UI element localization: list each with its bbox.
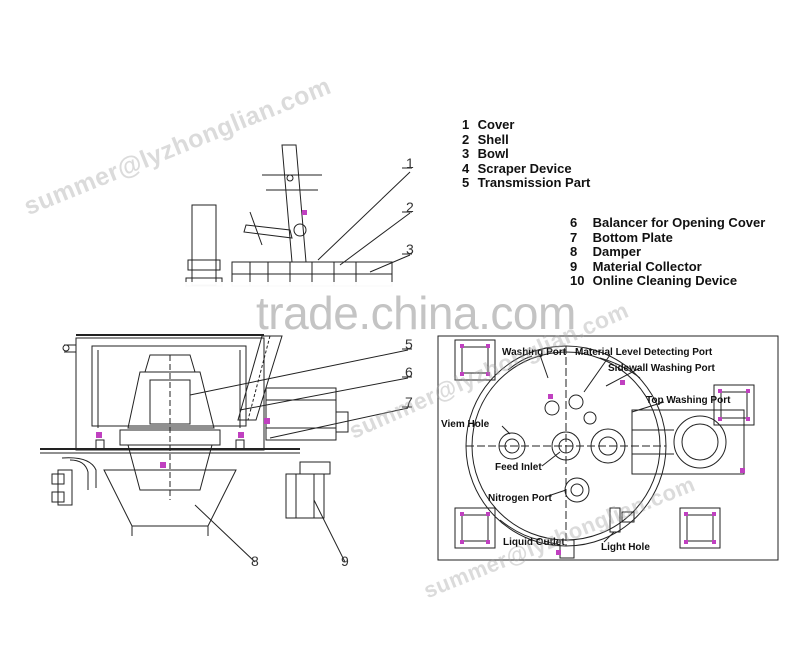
label-washing-port: Washing Port xyxy=(502,347,567,358)
legend-item: 9 Material Collector xyxy=(570,258,702,274)
legend-bottom: 6 Balancer for Opening Cover 7 Bottom Pl… xyxy=(570,215,766,289)
callout-8: 9 xyxy=(341,553,349,569)
legend-item: 10 Online Cleaning Device xyxy=(570,273,738,288)
side-accents xyxy=(96,210,307,468)
legend-item: 4 Scraper Device xyxy=(462,160,572,176)
callout-2: 2 xyxy=(406,199,414,215)
legend-item: 3 Bowl xyxy=(462,146,509,161)
callout-7: 7 xyxy=(405,394,413,410)
legend-item: 6 Balancer for Opening Cover xyxy=(570,215,766,230)
side-view xyxy=(40,144,412,563)
label-material-level: Material Level Detecting Port xyxy=(575,347,713,358)
callout-1: 1 xyxy=(406,155,414,171)
legend-item: 8 Damper xyxy=(570,244,642,259)
legend-item: 5 Transmission Part xyxy=(462,175,591,190)
legend-item: 2 Shell xyxy=(462,131,509,147)
callout-3: 3 xyxy=(406,241,414,257)
label-top-washing: Top Washing Port xyxy=(646,395,731,406)
label-liquid-outlet: Liquid Outlet xyxy=(503,537,565,548)
plan-accents xyxy=(460,344,750,555)
label-sidewall-washing: Sidewall Washing Port xyxy=(608,363,716,374)
legend-item: 1 Cover xyxy=(462,117,515,132)
label-feed-inlet: Feed Inlet xyxy=(495,462,542,473)
trade-watermark-text: trade.china.com xyxy=(256,287,576,339)
legend-item: 7 Bottom Plate xyxy=(570,229,673,245)
label-light-hole: Light Hole xyxy=(601,542,650,553)
trade-watermark-banner xyxy=(55,282,735,334)
label-nitrogen-port: Nitrogen Port xyxy=(488,493,553,504)
callout-6: 6 xyxy=(405,364,413,380)
callout-5: 5 xyxy=(405,336,413,352)
label-view-hole: Viem Hole xyxy=(441,419,490,430)
callout-9: 8 xyxy=(251,553,259,569)
plan-view xyxy=(437,335,779,561)
legend-top: 1 Cover 2 Shell 3 Bowl 4 Scraper Device … xyxy=(462,117,591,191)
